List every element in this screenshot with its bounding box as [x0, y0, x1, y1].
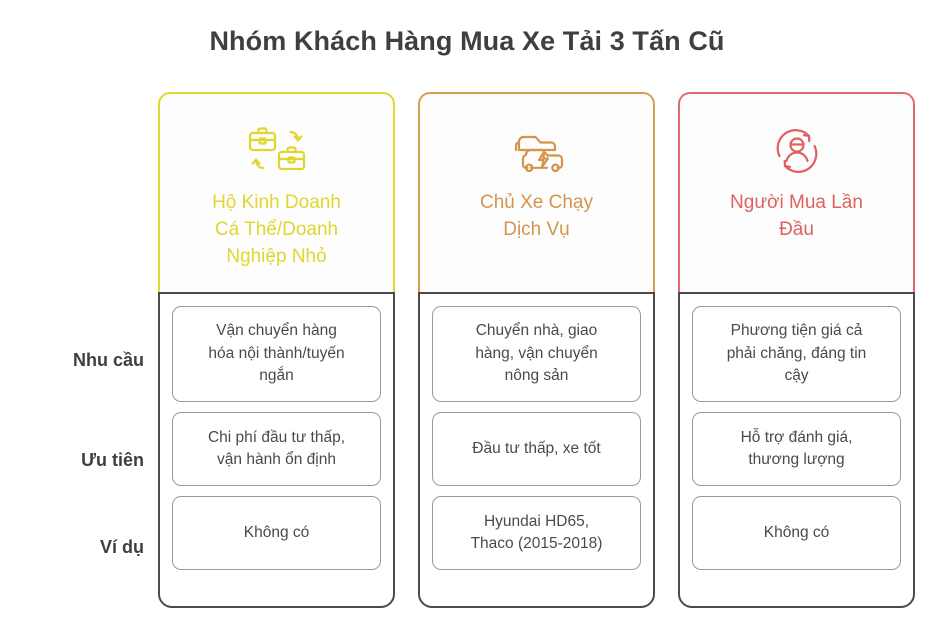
segment-header-card-2[interactable]: Chủ Xe Chạy Dịch Vụ [418, 92, 655, 292]
cell-example-3[interactable]: Không có [692, 496, 901, 570]
row-label-example: Ví dụ [100, 537, 144, 557]
cell-example-1[interactable]: Không có [172, 496, 381, 570]
cell-priority-3[interactable]: Hỗ trợ đánh giá, thương lượng [692, 412, 901, 486]
segment-header-card-1[interactable]: Hộ Kinh Doanh Cá Thể/Doanh Nghiệp Nhỏ [158, 92, 395, 292]
cell-example-2[interactable]: Hyundai HD65, Thaco (2015-2018) [432, 496, 641, 570]
page-title: Nhóm Khách Hàng Mua Xe Tải 3 Tấn Cũ [209, 26, 725, 56]
electric-truck-icon [506, 120, 568, 182]
cell-priority-1[interactable]: Chi phí đầu tư thấp, vận hành ổn định [172, 412, 381, 486]
segment-title-2: Chủ Xe Chạy Dịch Vụ [479, 192, 593, 240]
row-label-priority: Ưu tiên [81, 450, 144, 470]
cell-needs-2[interactable]: Chuyển nhà, giao hàng, vận chuyển nông s… [432, 306, 641, 402]
row-label-needs: Nhu cầu [72, 350, 144, 370]
segment-body-column-1: Vận chuyển hàng hóa nội thành/tuyến ngắn… [158, 292, 395, 608]
cell-priority-2[interactable]: Đầu tư thấp, xe tốt [432, 412, 641, 486]
cell-needs-1[interactable]: Vận chuyển hàng hóa nội thành/tuyến ngắn [172, 306, 381, 402]
cell-needs-3[interactable]: Phương tiện giá cả phải chăng, đáng tin … [692, 306, 901, 402]
two-briefcases-exchange-icon [246, 120, 308, 182]
segment-body-column-3: Phương tiện giá cả phải chăng, đáng tin … [678, 292, 915, 608]
segment-title-1: Hộ Kinh Doanh Cá Thể/Doanh Nghiệp Nhỏ [212, 192, 341, 267]
segment-header-card-3[interactable]: Người Mua Lần Đầu [678, 92, 915, 292]
segment-title-3: Người Mua Lần Đầu [730, 192, 863, 240]
row-label-column: Nhu cầu Ưu tiên Ví dụ [0, 292, 158, 608]
segment-body-column-2: Chuyển nhà, giao hàng, vận chuyển nông s… [418, 292, 655, 608]
customer-segment-matrix: Nhu cầu Ưu tiên Ví dụ Hộ Kinh Doanh Cá T… [0, 92, 934, 608]
person-in-refresh-circle-icon [766, 120, 828, 182]
